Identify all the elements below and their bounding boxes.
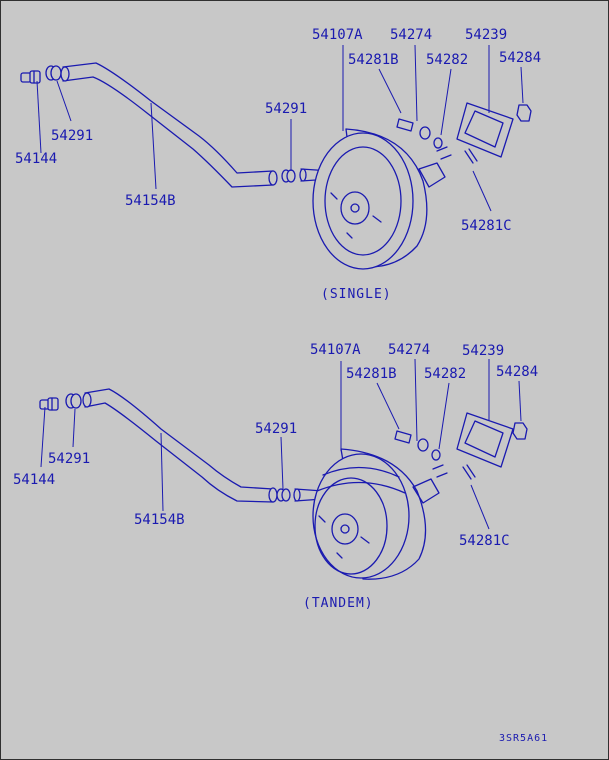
diagram-code: 3SR5A61 [499,733,548,744]
caption-single: (SINGLE) [321,287,392,302]
label-54274-upper: 54274 [390,27,432,43]
nut-54282-lower [431,449,441,461]
label-54274-lower: 54274 [388,342,430,358]
label-54239-lower: 54239 [462,343,504,359]
label-54284-lower: 54284 [496,364,538,380]
vacuum-hose-lower [82,388,278,503]
caption-tandem: (TANDEM) [303,596,374,611]
gasket-54239-lower [456,412,514,468]
clevis-pin-lower [394,430,412,444]
label-54144-lower: 54144 [13,472,55,488]
label-54281C-upper: 54281C [461,218,512,234]
clip-54274-lower [417,438,429,452]
hose-clamp-left-upper [45,65,62,81]
brake-booster-single [299,128,452,270]
label-54284-upper: 54284 [499,50,541,66]
nut-54282-upper [433,137,443,149]
hose-clamp-right-upper [281,169,296,183]
label-54281B-lower: 54281B [346,366,397,382]
vacuum-hose-upper [60,62,278,188]
nut-54284-upper [516,104,532,122]
gasket-54239-upper [456,102,514,158]
hose-clamp-right-lower [276,488,291,502]
label-54239-upper: 54239 [465,27,507,43]
label-54291-hose-lower: 54291 [255,421,297,437]
hose-clamp-left-lower [65,393,82,409]
check-valve-upper [20,70,41,84]
check-valve-lower [39,397,59,411]
label-54281B-upper: 54281B [348,52,399,68]
label-54107A-upper: 54107A [312,27,363,43]
split-pin-lower [462,464,476,480]
label-54154B-lower: 54154B [134,512,185,528]
tandem-assembly: 54144 54291 54154B 54291 54107A 54281B 5… [13,342,538,611]
label-54291-hose-upper: 54291 [265,101,307,117]
clip-54274-upper [419,126,431,140]
label-54107A-lower: 54107A [310,342,361,358]
nut-54284-lower [512,422,528,440]
label-54144-upper: 54144 [15,151,57,167]
label-54291-clamp-upper: 54291 [51,128,93,144]
label-54282-upper: 54282 [426,52,468,68]
clevis-pin-upper [396,118,414,132]
split-pin-upper [464,148,478,164]
single-assembly: 54144 54291 54154B 54291 54107A 54281B 5… [15,27,541,302]
brake-booster-tandem [293,448,448,580]
label-54281C-lower: 54281C [459,533,510,549]
label-54154B-upper: 54154B [125,193,176,209]
label-54291-clamp-lower: 54291 [48,451,90,467]
label-54282-lower: 54282 [424,366,466,382]
